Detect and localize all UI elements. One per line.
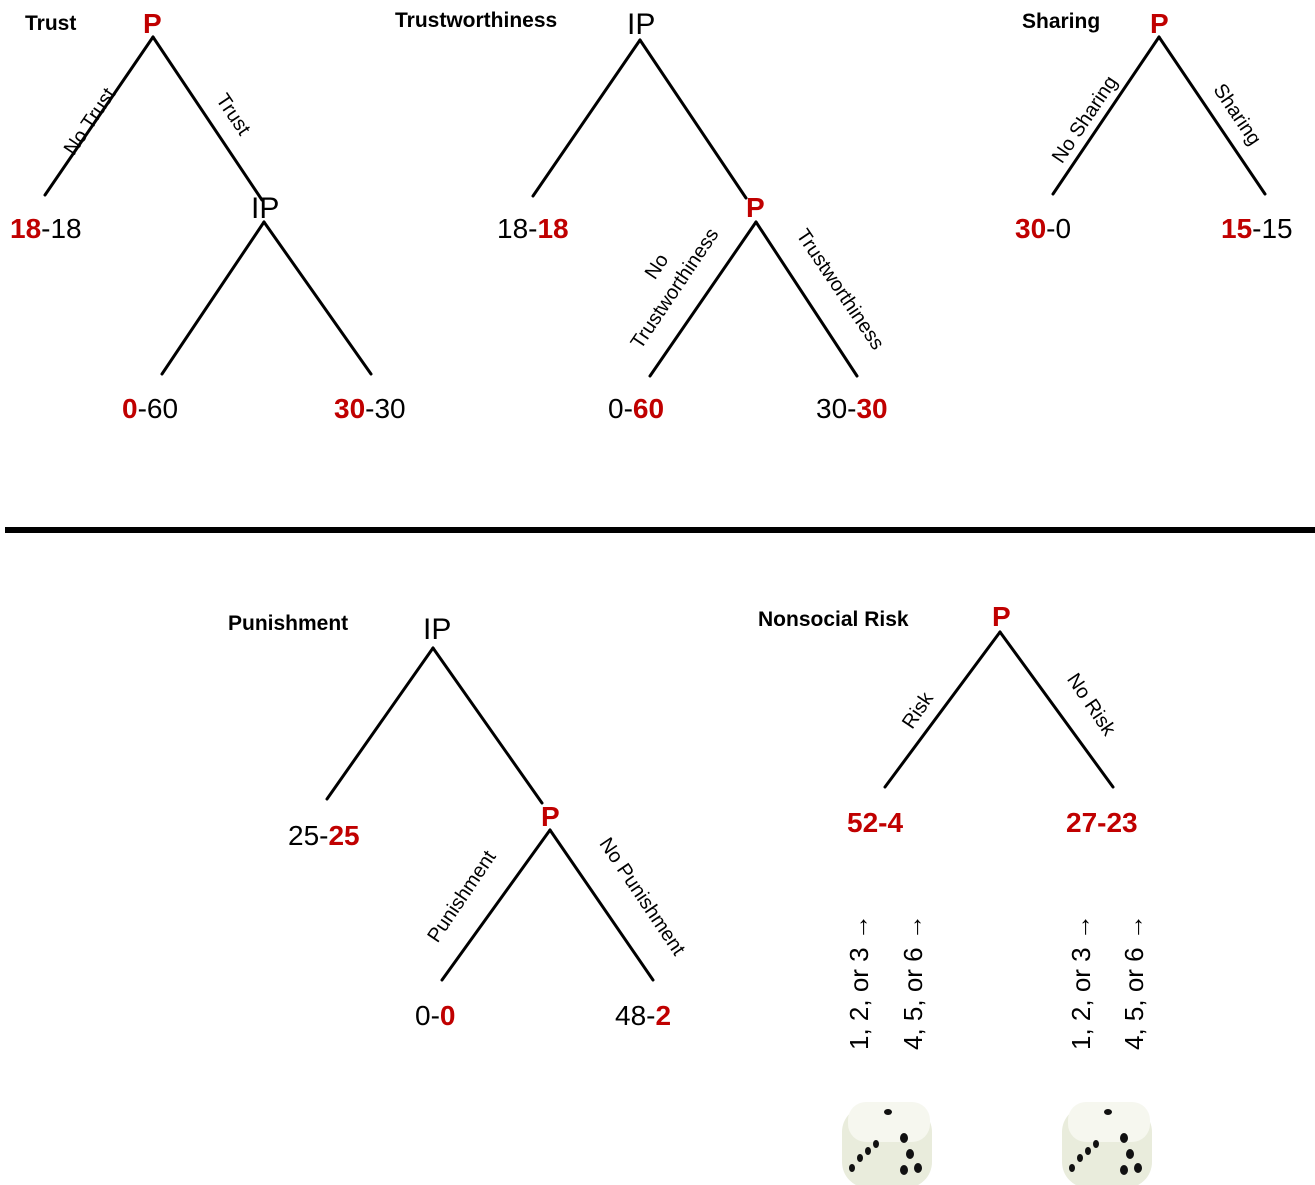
trustworthiness-payoff-left: 18-18 <box>497 213 569 244</box>
trustworthiness-edge-no <box>648 220 758 378</box>
die-icon <box>842 1102 932 1185</box>
sharing-payoff-sharing: 15-15 <box>1221 213 1293 244</box>
nonsocial-risk-edge-risk <box>883 630 1002 789</box>
nonsocial-risk-root-node: P <box>992 601 1011 632</box>
trust-label-no-trust: No Trust <box>60 84 121 159</box>
sharing-edge-no-sharing <box>1051 35 1161 196</box>
nonsocial-risk-game: Nonsocial Risk P Risk No Risk 52-4 27-23… <box>758 601 1152 1185</box>
trustworthiness-edge-left <box>531 38 642 198</box>
sharing-title: Sharing <box>1022 10 1100 33</box>
norisk-dice-high-label: 4, 5, or 6 → <box>1119 914 1149 1050</box>
sharing-label-no-sharing: No Sharing <box>1048 72 1122 167</box>
punishment-edge-right <box>431 646 544 805</box>
die-icon <box>1062 1102 1152 1185</box>
trust-edge-ip-left <box>160 220 266 376</box>
nonsocial-risk-payoff-no-risk: 27-23 <box>1066 807 1138 838</box>
trust-root-node: P <box>143 8 162 39</box>
sharing-root-node: P <box>1150 8 1169 39</box>
trust-payoff-no-trust: 18-18 <box>10 213 82 244</box>
trust-edge-trust <box>151 35 264 202</box>
trust-payoff-left: 0-60 <box>122 393 178 424</box>
trust-payoff-right: 30-30 <box>334 393 406 424</box>
punishment-payoff-left: 25-25 <box>288 820 360 851</box>
punishment-edge-no-punish <box>548 828 655 982</box>
trustworthiness-edge-right <box>638 38 748 200</box>
risk-dice-low-label: 1, 2, or 3 → <box>844 914 874 1050</box>
trustworthiness-root-node: IP <box>627 8 655 41</box>
trust-edge-no-trust <box>43 35 155 197</box>
sharing-game: Sharing P No Sharing Sharing 30-0 15-15 <box>1015 8 1293 244</box>
punishment-edge-left <box>325 646 435 801</box>
trust-game: Trust P No Trust Trust 18-18 IP 0-60 30-… <box>10 8 406 424</box>
punishment-edge-punish <box>440 828 552 982</box>
punishment-root-node: IP <box>423 613 451 646</box>
punishment-payoff-no-punish: 48-2 <box>615 1000 671 1031</box>
nonsocial-risk-payoff-risk: 52-4 <box>847 807 903 838</box>
trustworthiness-sub-node: P <box>746 192 765 223</box>
punishment-sub-node: P <box>541 801 560 832</box>
trust-sub-node: IP <box>251 192 279 225</box>
punishment-label-no-punishment: No Punishment <box>595 834 690 960</box>
punishment-payoff-punish: 0-0 <box>415 1000 455 1031</box>
trust-edge-ip-right <box>262 220 373 376</box>
trust-title: Trust <box>25 12 76 35</box>
trustworthiness-payoff-yes: 30-30 <box>816 393 888 424</box>
risk-dice-high-label: 4, 5, or 6 → <box>898 914 928 1050</box>
trustworthiness-game: Trustworthiness IP 18-18 P No Trustworth… <box>395 8 888 424</box>
sharing-payoff-no-sharing: 30-0 <box>1015 213 1071 244</box>
sharing-label-sharing: Sharing <box>1209 80 1266 149</box>
punishment-label-punishment: Punishment <box>423 846 501 946</box>
nonsocial-risk-edge-no-risk <box>998 630 1115 789</box>
sharing-edge-sharing <box>1157 35 1267 196</box>
nonsocial-risk-title: Nonsocial Risk <box>758 608 909 631</box>
trustworthiness-label-yes: Trustworthiness <box>792 225 889 354</box>
norisk-dice-low-label: 1, 2, or 3 → <box>1066 914 1096 1050</box>
punishment-title: Punishment <box>228 612 348 635</box>
trustworthiness-edge-yes <box>754 220 859 378</box>
trustworthiness-payoff-no: 0-60 <box>608 393 664 424</box>
nonsocial-risk-label-risk: Risk <box>898 688 939 733</box>
trustworthiness-title: Trustworthiness <box>395 9 557 32</box>
punishment-game: Punishment IP 25-25 P Punishment No Puni… <box>228 612 690 1031</box>
